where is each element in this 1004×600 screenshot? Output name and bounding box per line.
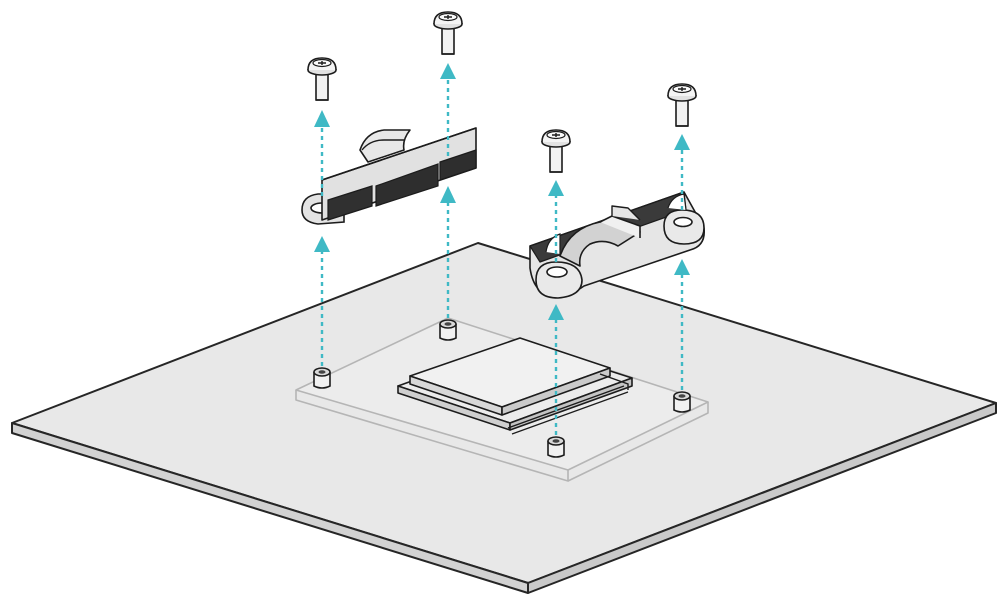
standoff (547, 436, 565, 458)
screw-icon (667, 83, 697, 127)
arrow-icon (314, 186, 690, 320)
screw-icon (541, 129, 571, 173)
left-bracket (301, 127, 477, 225)
upper-arrows (320, 78, 684, 262)
screw-icon (307, 57, 337, 101)
screw-icon (433, 11, 463, 55)
standoff (673, 391, 691, 413)
arrow-icon (314, 63, 690, 196)
lower-arrows (320, 203, 684, 435)
standoff (439, 319, 457, 341)
standoff (313, 367, 331, 389)
cpu (397, 337, 633, 435)
